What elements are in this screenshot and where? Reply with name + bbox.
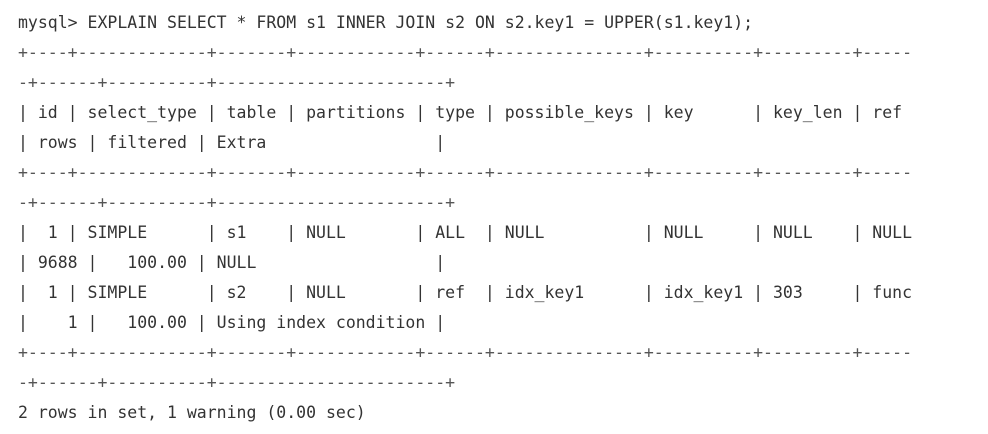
table-border-bottom: +----+-------------+-------+------------… xyxy=(18,343,913,362)
table-row-wrap: | 1 | 100.00 | Using index condition | xyxy=(18,313,446,332)
mysql-command: mysql> EXPLAIN SELECT * FROM s1 INNER JO… xyxy=(18,13,754,32)
table-row: | 1 | SIMPLE | s2 | NULL | ref | idx_key… xyxy=(18,283,913,302)
result-summary: 2 rows in set, 1 warning (0.00 sec) xyxy=(18,403,366,422)
table-row-wrap: | 9688 | 100.00 | NULL | xyxy=(18,253,446,272)
table-border-mid-wrap: -+------+----------+--------------------… xyxy=(18,193,456,212)
table-header-row-wrap: | rows | filtered | Extra | xyxy=(18,133,446,152)
table-row: | 1 | SIMPLE | s1 | NULL | ALL | NULL | … xyxy=(18,223,913,242)
table-border-top-wrap: -+------+----------+--------------------… xyxy=(18,73,456,92)
table-border-bottom-wrap: -+------+----------+--------------------… xyxy=(18,373,456,392)
table-header-row: | id | select_type | table | partitions … xyxy=(18,103,903,122)
table-border-top: +----+-------------+-------+------------… xyxy=(18,43,913,62)
table-border-mid: +----+-------------+-------+------------… xyxy=(18,163,913,182)
